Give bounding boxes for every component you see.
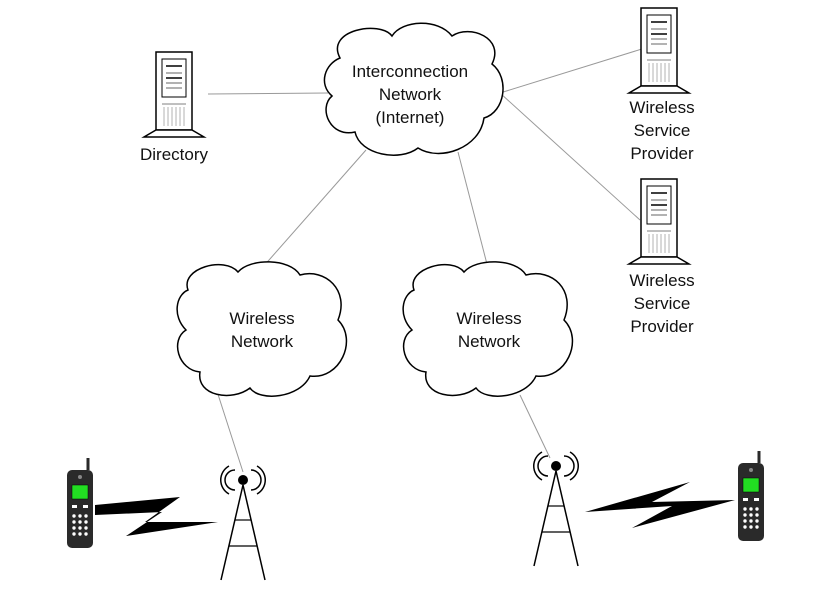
provider-top-label: Wireless Service Provider bbox=[612, 96, 712, 165]
wireless-left-line1: Wireless bbox=[229, 309, 295, 328]
left-mobile-phone-icon bbox=[65, 456, 95, 550]
wireless-right-cloud-shape bbox=[402, 261, 574, 397]
wireless-left-cloud-shape bbox=[176, 261, 348, 397]
wireless-left-line2: Network bbox=[230, 332, 294, 351]
link-internet-provider-top bbox=[499, 47, 646, 94]
wireless-left-label: Wireless Network bbox=[212, 307, 312, 353]
wireless-right-line2: Network bbox=[457, 332, 521, 351]
left-signal-bolt-icon bbox=[95, 497, 218, 536]
internet-label-line2: Network bbox=[378, 85, 442, 104]
internet-cloud-shape bbox=[323, 22, 504, 156]
provider-top-line2: Service bbox=[633, 121, 691, 140]
provider-bottom-label: Wireless Service Provider bbox=[612, 269, 712, 338]
wireless-right-label: Wireless Network bbox=[439, 307, 539, 353]
right-tower-icon bbox=[532, 451, 580, 567]
right-signal-bolt-icon bbox=[585, 482, 735, 528]
left-tower-icon bbox=[219, 465, 267, 581]
link-internet-wireless-right bbox=[457, 151, 489, 269]
internet-cloud-label: Interconnection Network (Internet) bbox=[325, 60, 495, 129]
internet-label-line1: Interconnection bbox=[351, 62, 469, 81]
directory-server-icon bbox=[143, 51, 205, 138]
right-mobile-phone-icon bbox=[736, 449, 766, 543]
connection-lines bbox=[207, 47, 646, 473]
link-internet-provider-bottom bbox=[499, 92, 641, 221]
provider-top-line3: Provider bbox=[630, 144, 694, 163]
provider-bottom-line2: Service bbox=[633, 294, 691, 313]
internet-label-line3: (Internet) bbox=[375, 108, 445, 127]
link-directory-internet bbox=[207, 92, 329, 95]
provider-bottom-line3: Provider bbox=[630, 317, 694, 336]
provider-bottom-server-icon bbox=[628, 178, 690, 265]
directory-label: Directory bbox=[139, 145, 208, 164]
link-internet-wireless-left bbox=[261, 149, 367, 269]
provider-bottom-line1: Wireless bbox=[629, 271, 695, 290]
wireless-right-line1: Wireless bbox=[456, 309, 522, 328]
provider-top-line1: Wireless bbox=[629, 98, 695, 117]
link-wireless-right-tower bbox=[519, 394, 551, 459]
link-wireless-left-tower bbox=[214, 384, 244, 473]
